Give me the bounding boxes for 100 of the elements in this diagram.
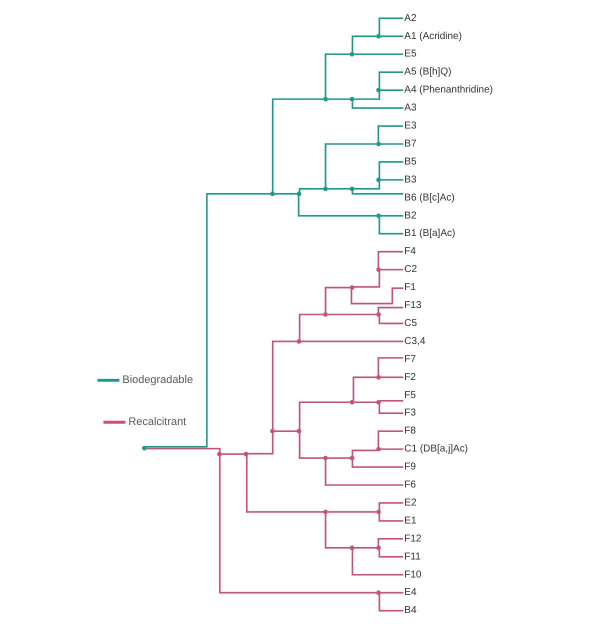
connector (353, 271, 380, 288)
node-text: C2 (404, 264, 417, 276)
connector (350, 287, 403, 304)
node-point (349, 285, 354, 290)
connector (271, 340, 296, 430)
node-point (142, 446, 146, 450)
node-text: B1 (B[a]Ac) (404, 228, 455, 240)
connector (324, 514, 350, 549)
node-text: F8 (404, 426, 416, 437)
node-point (349, 400, 354, 405)
node-text: F6 (404, 480, 416, 491)
connector (298, 401, 350, 430)
legend-label: Biodegradable (122, 374, 193, 386)
connector (146, 448, 220, 452)
node-text: F12 (404, 533, 421, 544)
node-text: F11 (404, 551, 420, 562)
connector (327, 457, 350, 459)
node-text: E5 (404, 48, 416, 60)
connector (380, 592, 403, 594)
node-point (376, 375, 380, 380)
connector (354, 401, 376, 404)
connector (324, 460, 403, 486)
node-point (296, 428, 301, 434)
node-point (349, 186, 354, 192)
connector (274, 430, 296, 432)
node-point (270, 192, 274, 196)
node-text: B7 (404, 138, 416, 150)
connector (377, 538, 402, 546)
connector (351, 550, 403, 576)
node-point (349, 52, 354, 57)
connector (298, 188, 323, 192)
node-text: B2 (404, 210, 416, 222)
node-point (243, 452, 248, 456)
node-text: F7 (404, 354, 416, 365)
node-text: E2 (404, 497, 416, 508)
node-text: C1 (DB[a,j]Ac) (404, 444, 468, 455)
node-text: B5 (404, 156, 416, 168)
node-text: B3 (404, 174, 416, 186)
node-text: F13 (404, 300, 421, 312)
node-point (322, 96, 328, 102)
node-text: F4 (404, 246, 416, 258)
connector (378, 217, 403, 235)
node-text: F5 (404, 390, 416, 401)
node-point (376, 267, 380, 272)
connector (377, 250, 402, 268)
node-point (376, 88, 380, 92)
connector (378, 550, 403, 558)
connector (300, 340, 403, 342)
connector (351, 190, 403, 195)
node-point (376, 312, 380, 317)
node-point (376, 400, 380, 405)
node-point (376, 546, 380, 550)
node-text: C3,4 (404, 336, 425, 347)
connector (379, 400, 403, 402)
connector (271, 98, 323, 192)
connector (297, 196, 376, 217)
connector (327, 98, 350, 100)
connector (245, 456, 324, 513)
node-text: F10 (404, 569, 421, 580)
node-point (296, 339, 301, 344)
connector (378, 71, 403, 88)
connector (380, 36, 403, 38)
connector (380, 448, 403, 450)
connector (380, 214, 403, 217)
connector (324, 286, 350, 312)
connector (247, 433, 273, 454)
connector (378, 514, 403, 522)
node-point (322, 312, 328, 317)
node-text: B6 (B[c]Ac) (404, 192, 454, 204)
node-point (376, 510, 380, 514)
node-text: A2 (404, 12, 416, 24)
node-point (349, 96, 354, 102)
connector (145, 193, 270, 448)
node-point (376, 178, 380, 182)
connector (380, 89, 403, 91)
connector (221, 453, 244, 455)
node-point (376, 213, 380, 218)
connector (378, 404, 403, 414)
node-point (376, 34, 380, 39)
connector (327, 314, 376, 316)
node-text: A3 (404, 102, 416, 114)
connector (354, 182, 380, 190)
node-text: E4 (404, 587, 416, 598)
node-point (270, 428, 274, 434)
connector (378, 502, 403, 510)
connector (274, 193, 296, 195)
connector (298, 432, 323, 459)
connector (377, 125, 402, 142)
node-point (376, 142, 380, 146)
connector (351, 36, 376, 52)
connector (351, 101, 403, 109)
node-text: E3 (404, 120, 416, 132)
connector (324, 53, 350, 98)
connector (378, 161, 403, 178)
node-text: E1 (404, 515, 416, 526)
connector (380, 143, 403, 145)
connector (351, 460, 403, 468)
connector (377, 430, 402, 448)
connector (354, 92, 380, 100)
node-point (216, 452, 222, 456)
